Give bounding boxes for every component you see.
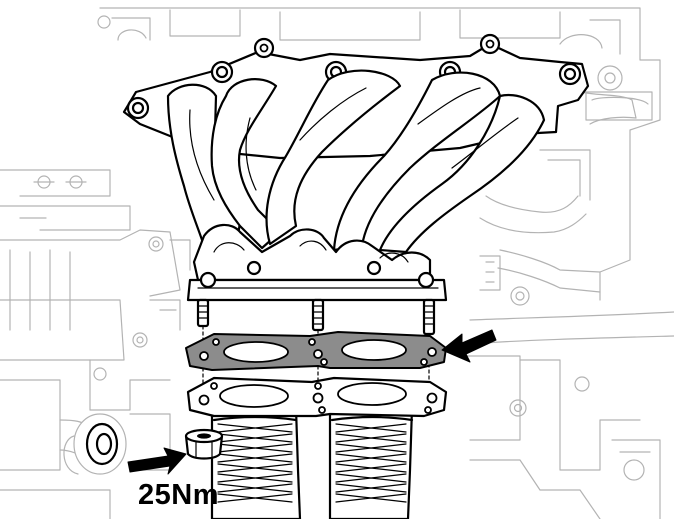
torque-label: 25Nm — [138, 479, 219, 511]
arrow-right-icon — [127, 447, 187, 475]
exhaust-gasket — [185, 331, 447, 371]
engine-block-background — [0, 7, 674, 519]
stud — [422, 298, 436, 336]
downpipe — [186, 376, 448, 519]
stud — [196, 298, 210, 328]
flange-bolt — [210, 60, 234, 84]
exhaust-manifold — [122, 33, 590, 302]
flange-bolt — [558, 62, 582, 86]
arrow-left-icon — [441, 329, 497, 363]
stud — [311, 298, 325, 332]
flange-nut — [184, 428, 224, 460]
flange-bolt — [126, 96, 150, 120]
